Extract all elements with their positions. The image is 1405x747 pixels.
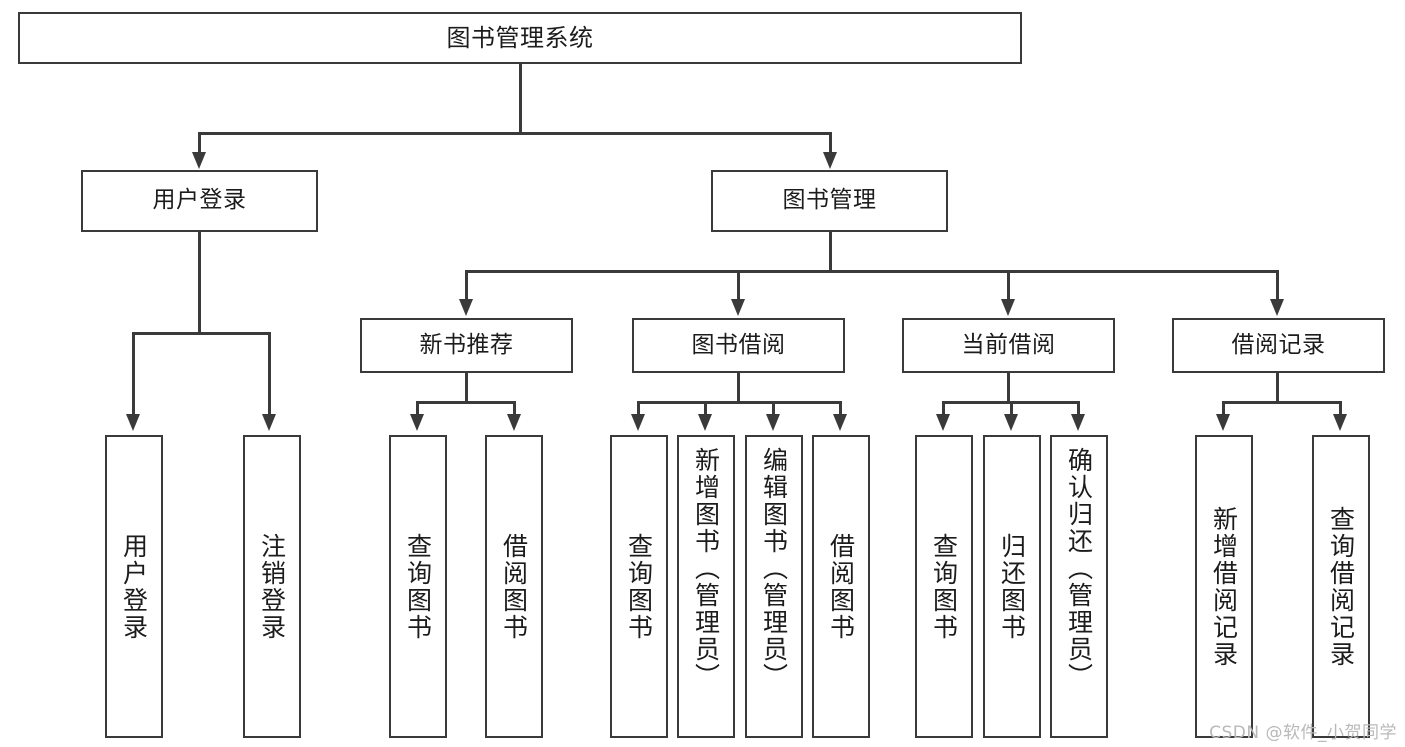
leaf-current-borrow-return[interactable]: 归还图书 xyxy=(983,435,1041,738)
connector-book-mgmt-stem xyxy=(829,232,832,272)
arrow-current-borrow-leaf3 xyxy=(1071,414,1085,431)
node-user-login[interactable]: 用户登录 xyxy=(81,170,318,232)
connector-current-borrow-leaf1 xyxy=(942,401,945,416)
connector-book-borrow-leaf2 xyxy=(704,401,707,416)
arrow-book-mgmt-to-current xyxy=(1001,299,1015,316)
arrow-borrow-record-leaf2 xyxy=(1333,414,1347,431)
connector-user-login-stem xyxy=(198,232,201,334)
node-new-book-recommend[interactable]: 新书推荐 xyxy=(360,318,573,373)
leaf-label: 借阅图书 xyxy=(499,532,529,641)
connector-user-login-bar xyxy=(132,332,268,335)
node-book-borrow[interactable]: 图书借阅 xyxy=(632,318,845,373)
node-label: 图书管理系统 xyxy=(446,23,594,52)
connector-root-bar xyxy=(198,132,832,135)
leaf-label: 新增借阅记录 xyxy=(1209,505,1239,668)
leaf-user-login-logout[interactable]: 注销登录 xyxy=(243,435,301,738)
leaf-label: 用户登录 xyxy=(119,532,149,641)
connector-book-mgmt-to-current xyxy=(1007,270,1010,302)
connector-book-borrow-stem xyxy=(737,373,740,403)
leaf-label: 确认归还（管理员） xyxy=(1064,447,1094,690)
connector-borrow-record-leaf2 xyxy=(1339,401,1342,416)
connector-current-borrow-leaf3 xyxy=(1077,401,1080,416)
leaf-label: 新增图书（管理员） xyxy=(691,447,721,690)
connector-borrow-record-leaf1 xyxy=(1222,401,1225,416)
node-label: 图书管理 xyxy=(782,187,877,214)
leaf-borrow-record-add[interactable]: 新增借阅记录 xyxy=(1195,435,1253,738)
leaf-current-borrow-query[interactable]: 查询图书 xyxy=(915,435,973,738)
leaf-label: 查询图书 xyxy=(624,532,654,641)
connector-current-borrow-leaf2 xyxy=(1010,401,1013,416)
connector-book-mgmt-to-borrow xyxy=(737,270,740,302)
connector-user-login-leaf1 xyxy=(132,332,135,416)
node-root-system[interactable]: 图书管理系统 xyxy=(18,12,1022,64)
connector-book-borrow-bar xyxy=(637,401,841,404)
arrow-user-login-leaf1 xyxy=(126,414,140,431)
arrow-new-book-leaf2 xyxy=(507,414,521,431)
connector-root-to-user-login xyxy=(198,132,201,156)
arrow-book-mgmt-to-borrow xyxy=(731,299,745,316)
leaf-book-borrow-add[interactable]: 新增图书（管理员） xyxy=(677,435,735,738)
node-label: 当前借阅 xyxy=(961,331,1056,358)
arrow-current-borrow-leaf1 xyxy=(936,414,950,431)
leaf-new-book-query[interactable]: 查询图书 xyxy=(389,435,447,738)
arrow-book-borrow-leaf2 xyxy=(698,414,712,431)
leaf-label: 归还图书 xyxy=(997,532,1027,641)
node-label: 新书推荐 xyxy=(419,331,514,358)
leaf-label: 编辑图书（管理员） xyxy=(759,447,789,690)
arrow-root-to-user-login xyxy=(192,152,206,169)
arrow-current-borrow-leaf2 xyxy=(1004,414,1018,431)
connector-new-book-bar xyxy=(416,401,516,404)
arrow-book-mgmt-to-new-book xyxy=(459,299,473,316)
arrow-book-mgmt-to-record xyxy=(1270,299,1284,316)
arrow-new-book-leaf1 xyxy=(410,414,424,431)
connector-book-mgmt-bar xyxy=(465,270,1279,273)
node-label: 借阅记录 xyxy=(1231,331,1326,358)
connector-book-borrow-leaf3 xyxy=(772,401,775,416)
arrow-book-borrow-leaf3 xyxy=(766,414,780,431)
connector-new-book-stem xyxy=(465,373,468,403)
connector-current-borrow-bar xyxy=(942,401,1077,404)
arrow-book-borrow-leaf4 xyxy=(833,414,847,431)
leaf-label: 借阅图书 xyxy=(826,532,856,641)
connector-root-stem xyxy=(519,64,522,134)
arrow-borrow-record-leaf1 xyxy=(1216,414,1230,431)
leaf-label: 查询图书 xyxy=(403,532,433,641)
leaf-label: 注销登录 xyxy=(257,532,287,641)
leaf-book-borrow-query[interactable]: 查询图书 xyxy=(610,435,668,738)
connector-book-mgmt-to-new-book xyxy=(465,270,468,302)
connector-book-borrow-leaf1 xyxy=(637,401,640,416)
leaf-user-login-login[interactable]: 用户登录 xyxy=(105,435,163,738)
node-label: 用户登录 xyxy=(152,187,247,214)
leaf-book-borrow-borrow[interactable]: 借阅图书 xyxy=(812,435,870,738)
arrow-book-borrow-leaf1 xyxy=(631,414,645,431)
connector-borrow-record-stem xyxy=(1276,373,1279,403)
connector-root-to-book-mgmt xyxy=(829,132,832,156)
node-book-management[interactable]: 图书管理 xyxy=(711,170,948,232)
node-label: 图书借阅 xyxy=(691,331,786,358)
leaf-current-borrow-confirm-return[interactable]: 确认归还（管理员） xyxy=(1050,435,1108,738)
leaf-label: 查询借阅记录 xyxy=(1326,505,1356,668)
leaf-new-book-borrow[interactable]: 借阅图书 xyxy=(485,435,543,738)
leaf-label: 查询图书 xyxy=(929,532,959,641)
node-current-borrow[interactable]: 当前借阅 xyxy=(902,318,1115,373)
arrow-user-login-leaf2 xyxy=(262,414,276,431)
leaf-borrow-record-query[interactable]: 查询借阅记录 xyxy=(1312,435,1370,738)
arrow-root-to-book-mgmt xyxy=(823,152,837,169)
watermark-text: CSDN @软件_小贺同学 xyxy=(1209,723,1397,743)
connector-new-book-leaf1 xyxy=(416,401,419,416)
leaf-book-borrow-edit[interactable]: 编辑图书（管理员） xyxy=(745,435,803,738)
connector-current-borrow-stem xyxy=(1007,373,1010,403)
connector-borrow-record-bar xyxy=(1222,401,1342,404)
connector-user-login-leaf2 xyxy=(268,332,271,416)
connector-book-mgmt-to-record xyxy=(1276,270,1279,302)
connector-book-borrow-leaf4 xyxy=(839,401,842,416)
node-borrow-record[interactable]: 借阅记录 xyxy=(1172,318,1385,373)
connector-new-book-leaf2 xyxy=(513,401,516,416)
